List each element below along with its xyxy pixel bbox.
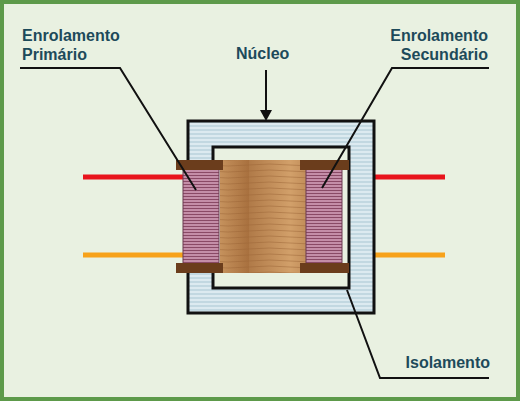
leader-line — [20, 68, 196, 190]
part-label: Isolamento — [382, 353, 490, 372]
leader-line — [347, 290, 489, 378]
part-label: Enrolamento Secundário — [372, 26, 488, 64]
coil-flange — [300, 160, 349, 170]
part-label: Núcleo — [236, 44, 316, 63]
primary-winding — [183, 167, 219, 265]
coil-flange — [176, 263, 223, 273]
secondary-winding — [306, 167, 342, 265]
core-window — [213, 147, 349, 288]
part-label: Enrolamento Primário — [22, 26, 140, 64]
primary-wire — [83, 253, 185, 258]
coil-flange — [300, 263, 349, 273]
leader-line — [322, 68, 489, 188]
primary-wire — [83, 175, 185, 180]
bobbin — [220, 160, 306, 273]
arrow-head — [260, 110, 272, 121]
